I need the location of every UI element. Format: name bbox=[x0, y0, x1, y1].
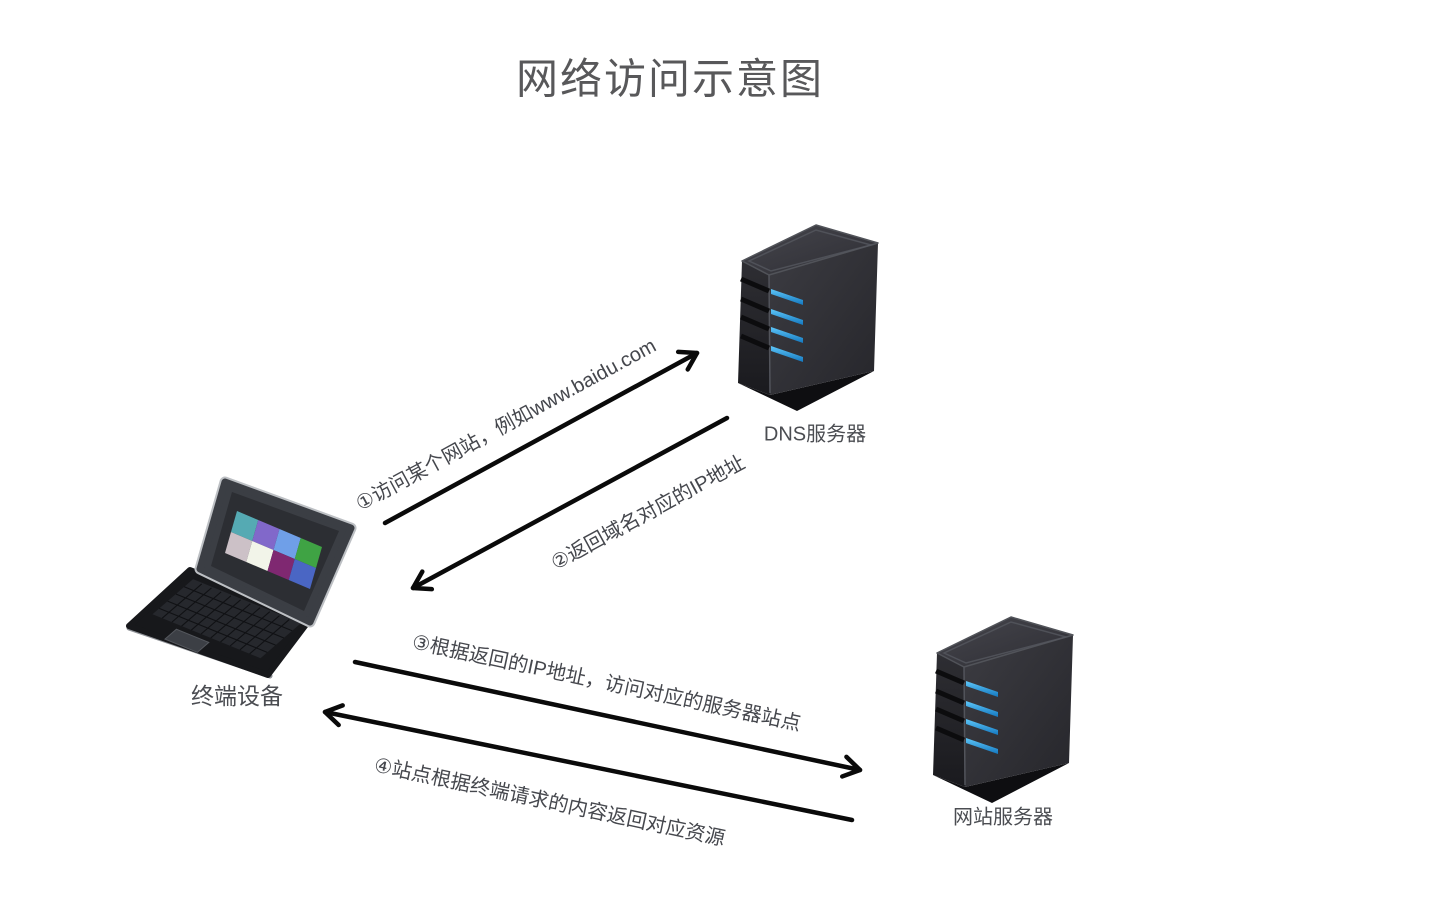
arrow-1-request-dns bbox=[382, 349, 700, 526]
page-title: 网络访问示意图 bbox=[515, 55, 825, 103]
arrow-lines bbox=[322, 349, 863, 823]
arrow-3-visit-site bbox=[352, 659, 863, 779]
web-server-icon bbox=[933, 617, 1073, 803]
dns-server-label: DNS服务器 bbox=[763, 423, 867, 446]
web-server-label: 网站服务器 bbox=[953, 806, 1053, 829]
laptop-screen-tiles bbox=[225, 511, 322, 589]
arrow-2-return-ip bbox=[410, 415, 730, 592]
terminal-device-label: 终端设备 bbox=[191, 683, 283, 709]
laptop-icon bbox=[129, 476, 357, 676]
dns-server-icon bbox=[738, 225, 878, 411]
arrow-4-return-resource bbox=[322, 703, 855, 823]
laptop-trackpad bbox=[165, 629, 209, 652]
